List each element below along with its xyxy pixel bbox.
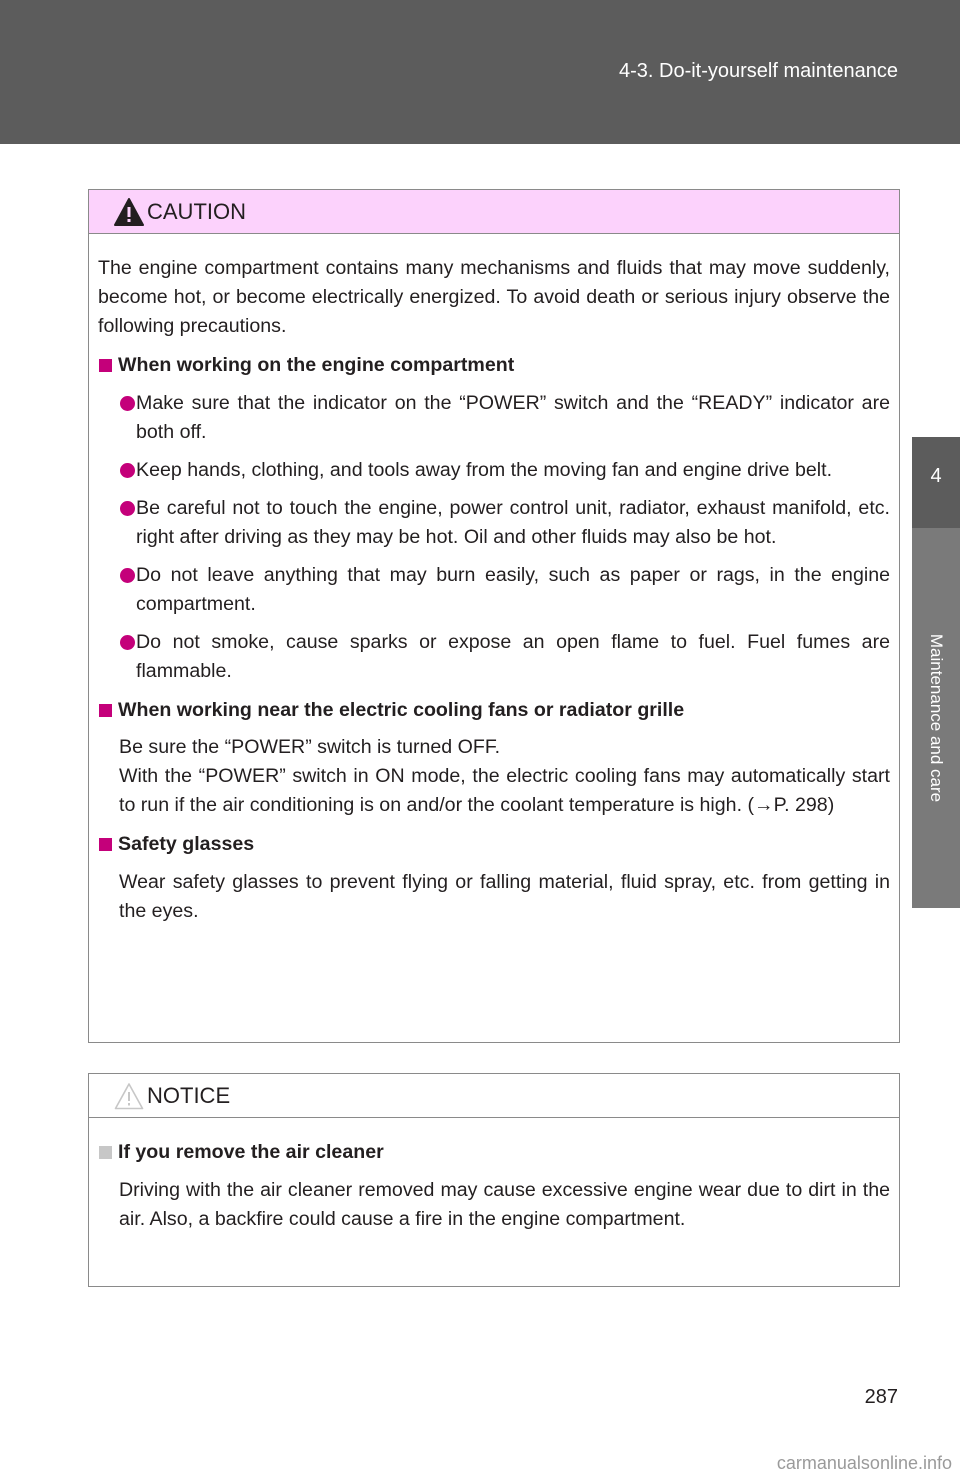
square-bullet-icon — [99, 704, 112, 717]
square-bullet-icon — [99, 838, 112, 851]
heading-text: Safety glasses — [118, 833, 255, 855]
list-item-text: Do not leave anything that may burn easi… — [136, 564, 890, 615]
chapter-number: 4 — [930, 465, 942, 487]
list-item: Do not smoke, cause sparks or expose an … — [98, 628, 890, 686]
list-item-text: Keep hands, clothing, and tools away fro… — [136, 459, 833, 481]
text-line: Be sure the “POWER” switch is turned OFF… — [119, 736, 501, 758]
notice-box: NOTICE If you remove the air cleaner Dri… — [88, 1073, 900, 1287]
dot-bullet-icon — [120, 501, 135, 516]
section-heading: When working near the electric cooling f… — [98, 696, 890, 725]
dot-bullet-icon — [120, 396, 135, 411]
section-text: Be sure the “POWER” switch is turned OFF… — [98, 733, 890, 820]
square-bullet-icon — [99, 1146, 112, 1159]
notice-body: If you remove the air cleaner Driving wi… — [89, 1118, 899, 1234]
list-item: Be careful not to touch the engine, powe… — [98, 494, 890, 552]
caution-intro: The engine compartment contains many mec… — [98, 257, 890, 337]
list-item: Make sure that the indicator on the “POW… — [98, 389, 890, 447]
list-item: Do not leave anything that may burn easi… — [98, 561, 890, 619]
heading-text: When working on the engine compartment — [118, 354, 515, 376]
warning-triangle-filled-icon — [114, 198, 144, 226]
section-title: 4-3. Do-it-yourself maintenance — [618, 60, 898, 82]
caution-body: The engine compartment contains many mec… — [89, 234, 899, 926]
heading-text: When working near the electric cooling f… — [118, 699, 685, 721]
caution-title: CAUTION — [147, 199, 246, 224]
square-bullet-icon — [99, 359, 112, 372]
dot-bullet-icon — [120, 635, 135, 650]
list-item-text: Do not smoke, cause sparks or expose an … — [136, 631, 890, 682]
caution-header: CAUTION — [89, 190, 899, 234]
section-heading: If you remove the air cleaner — [98, 1138, 890, 1167]
warning-triangle-outline-icon — [114, 1083, 144, 1110]
header-bar: 4-3. Do-it-yourself maintenance — [0, 0, 960, 144]
chapter-label-strip: Maintenance and care — [912, 528, 960, 908]
list-item: Keep hands, clothing, and tools away fro… — [98, 456, 890, 485]
dot-bullet-icon — [120, 463, 135, 478]
list-item-text: Make sure that the indicator on the “POW… — [136, 392, 890, 443]
chapter-label: Maintenance and care — [927, 633, 946, 803]
section-heading: When working on the engine compartment — [98, 351, 890, 380]
chapter-tab: 4 — [912, 437, 960, 528]
list-item-text: Be careful not to touch the engine, powe… — [136, 497, 890, 548]
section-heading: Safety glasses — [98, 830, 890, 859]
dot-bullet-icon — [120, 568, 135, 583]
watermark: carmanualsonline.info — [776, 1453, 952, 1473]
section-text: Wear safety glasses to prevent flying or… — [119, 871, 890, 922]
text-line: With the “POWER” switch in ON mode, the … — [119, 765, 890, 816]
heading-text: If you remove the air cleaner — [118, 1141, 384, 1163]
notice-title: NOTICE — [147, 1083, 231, 1108]
page-number: 287 — [864, 1386, 898, 1408]
caution-box: CAUTION The engine compartment contains … — [88, 189, 900, 1043]
section-text: Driving with the air cleaner removed may… — [119, 1179, 890, 1230]
notice-header: NOTICE — [89, 1074, 899, 1118]
